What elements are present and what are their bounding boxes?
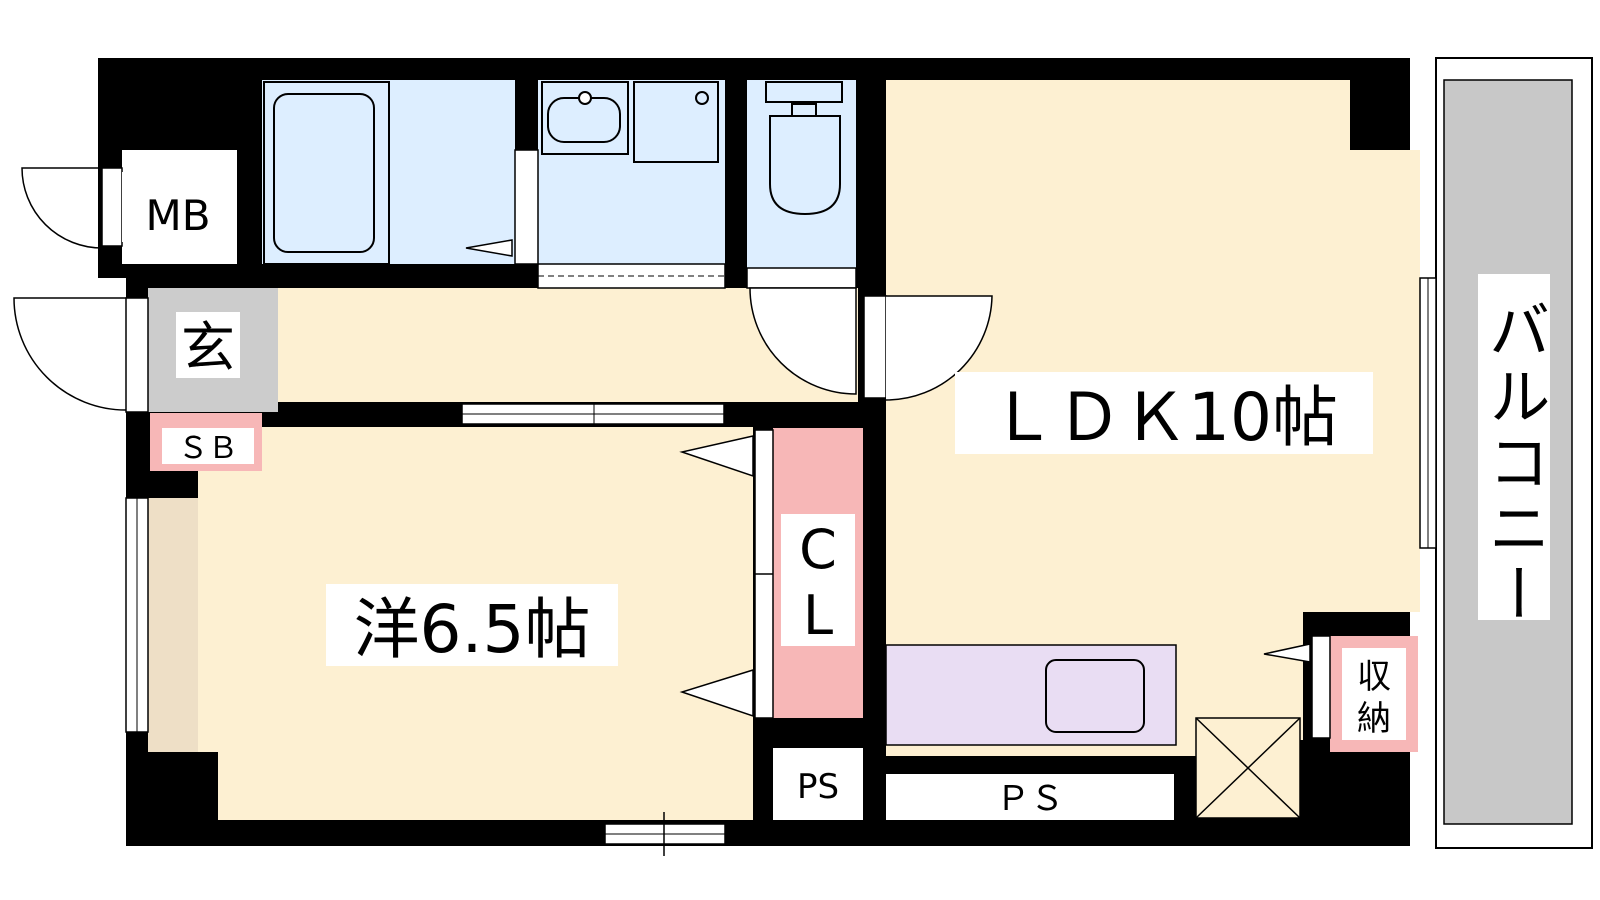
ldk-door — [863, 295, 993, 401]
closet-label-c: C — [799, 518, 837, 581]
ps-small-box — [773, 748, 863, 820]
storage-label-2: 納 — [1357, 699, 1391, 739]
washing-machine-icon — [633, 81, 719, 163]
washroom-floor — [538, 80, 725, 270]
sliding-door-western — [461, 403, 725, 425]
balcony-label: バルコニー — [1478, 298, 1551, 628]
ldk-label: ＬＤＫ10帖 — [990, 379, 1338, 456]
storage-label-1: 収 — [1357, 657, 1391, 697]
washbasin-icon — [541, 81, 629, 155]
south-window — [604, 812, 726, 856]
bath-door — [465, 149, 539, 265]
mb-label: MB — [145, 191, 210, 240]
window-sill — [148, 498, 198, 752]
ps-small-label: PS — [797, 767, 839, 807]
balcony-window — [1419, 277, 1437, 549]
toilet-icon — [765, 81, 843, 216]
entrance-label: 玄 — [181, 316, 235, 379]
fridge-space-icon — [1195, 717, 1301, 819]
ps-wide-label: ＰＳ — [996, 779, 1064, 819]
kitchen-counter — [885, 644, 1177, 746]
closet-label-l: L — [803, 584, 833, 647]
entrance-door — [13, 297, 149, 413]
washroom-door — [537, 263, 726, 289]
western-room-label: 洋6.5帖 — [354, 591, 591, 668]
west-window — [125, 497, 149, 733]
sb-label: ＳＢ — [178, 431, 238, 466]
toilet-floor — [747, 80, 856, 268]
storage-door — [1263, 635, 1331, 739]
closet-door-track — [679, 429, 774, 719]
mb-door — [21, 167, 123, 249]
bathtub-icon — [263, 81, 390, 265]
toilet-door — [749, 287, 857, 395]
sink-icon — [1045, 659, 1145, 733]
ps-wide-box — [886, 774, 1174, 820]
